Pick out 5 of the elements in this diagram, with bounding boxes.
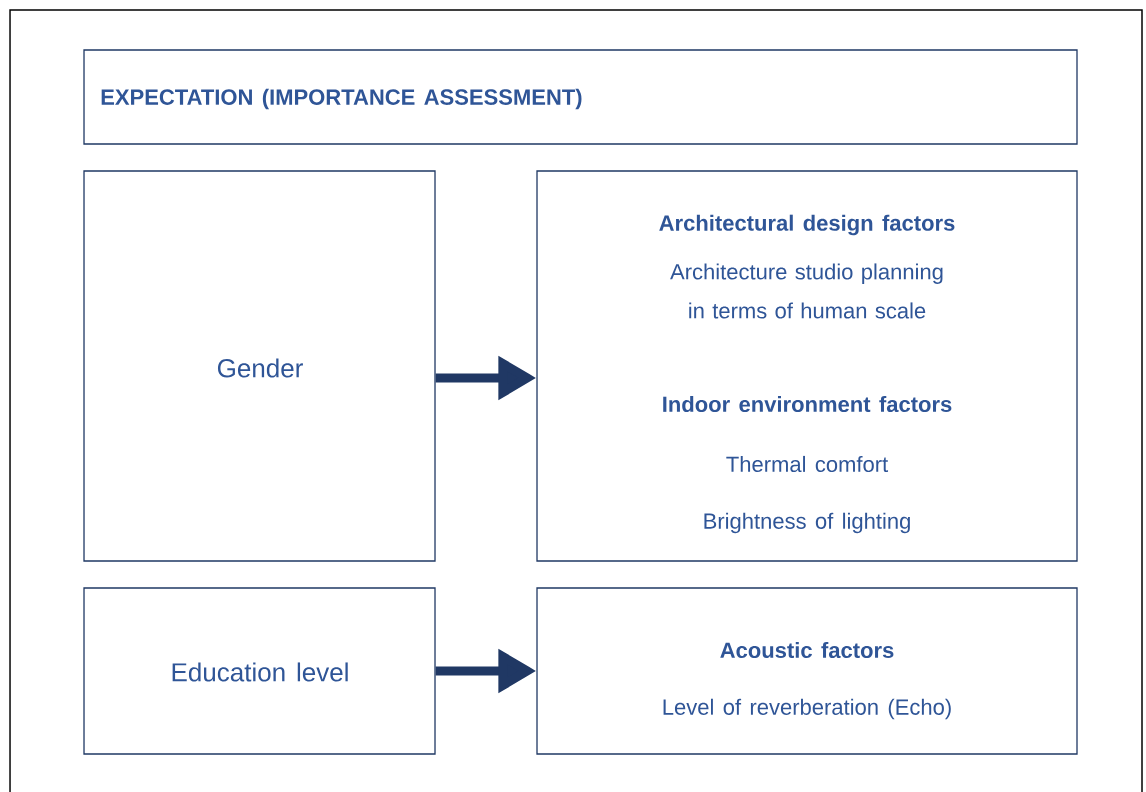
factor-box: Education level (83, 587, 436, 755)
heading-box: EXPECTATION (IMPORTANCE ASSESSMENT) (83, 49, 1078, 145)
factor-box: Gender (83, 170, 436, 562)
factor-box: Architectural design factors Architecture studio planning in terms of human scale Indoor environment factors Thermal comfort Brightness of lighting (536, 170, 1078, 562)
factor-box: Acoustic factors Level of reverberation (Echo) (536, 587, 1078, 755)
